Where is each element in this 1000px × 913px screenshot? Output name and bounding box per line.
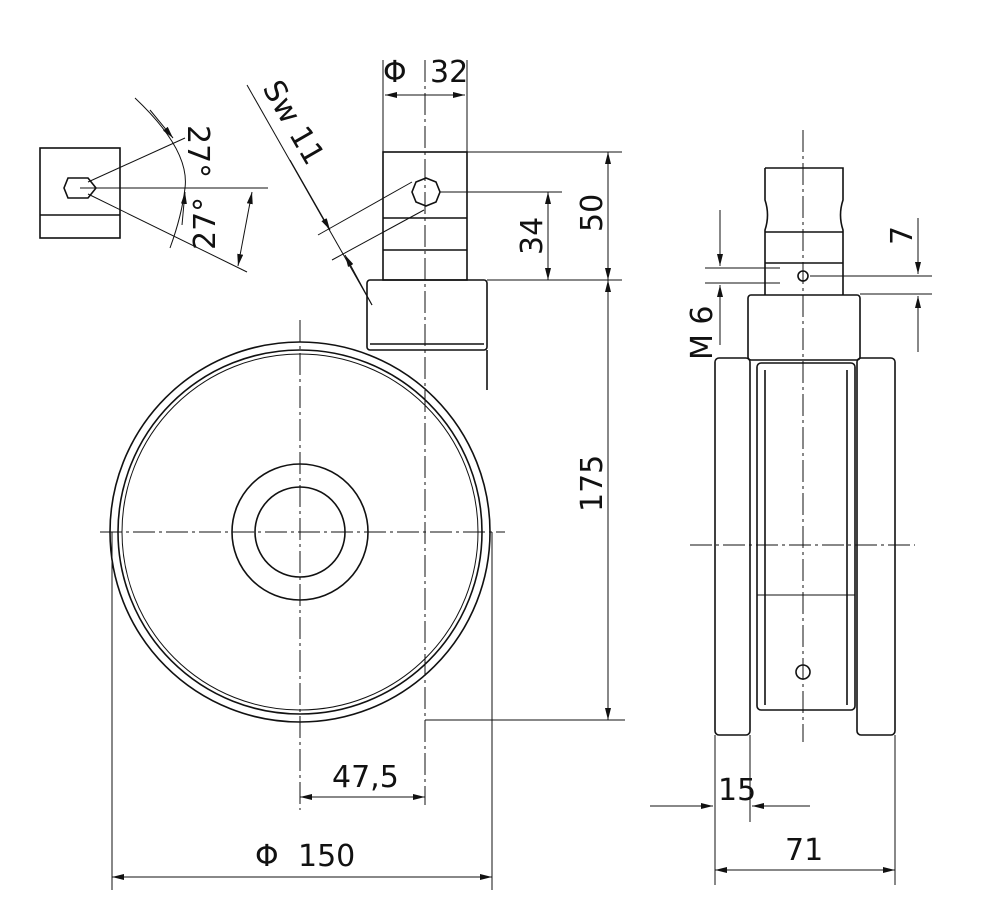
side-view (690, 130, 915, 742)
angle-lower-label: 27° (188, 197, 223, 250)
wheel-side (756, 362, 856, 711)
tread-width-label: 15 (718, 773, 756, 808)
angle-upper-label: 27° (180, 125, 215, 178)
hole-height-label: 34 (515, 217, 550, 255)
detail-square-view (39, 97, 268, 273)
front-view (100, 60, 505, 810)
total-height-label: 175 (575, 455, 610, 512)
hex-hole-icon (411, 177, 441, 207)
stem-diameter-label: 32 (430, 55, 468, 90)
thread-offset-label: 7 (885, 226, 920, 245)
fork-left (714, 357, 751, 736)
wheel-diameter-label: 150 (298, 839, 355, 874)
fork-right (856, 357, 896, 736)
thread-label: M 6 (685, 305, 720, 360)
stem-diameter-symbol: Φ (383, 55, 407, 90)
offset-label: 47,5 (332, 760, 399, 795)
overall-width-label: 71 (785, 833, 823, 868)
wrench-size-label: Sw 11 (255, 75, 331, 172)
wheel-diameter-symbol: Φ (255, 839, 279, 874)
hex-hole-icon (63, 177, 98, 199)
stem-height-label: 50 (575, 194, 610, 232)
